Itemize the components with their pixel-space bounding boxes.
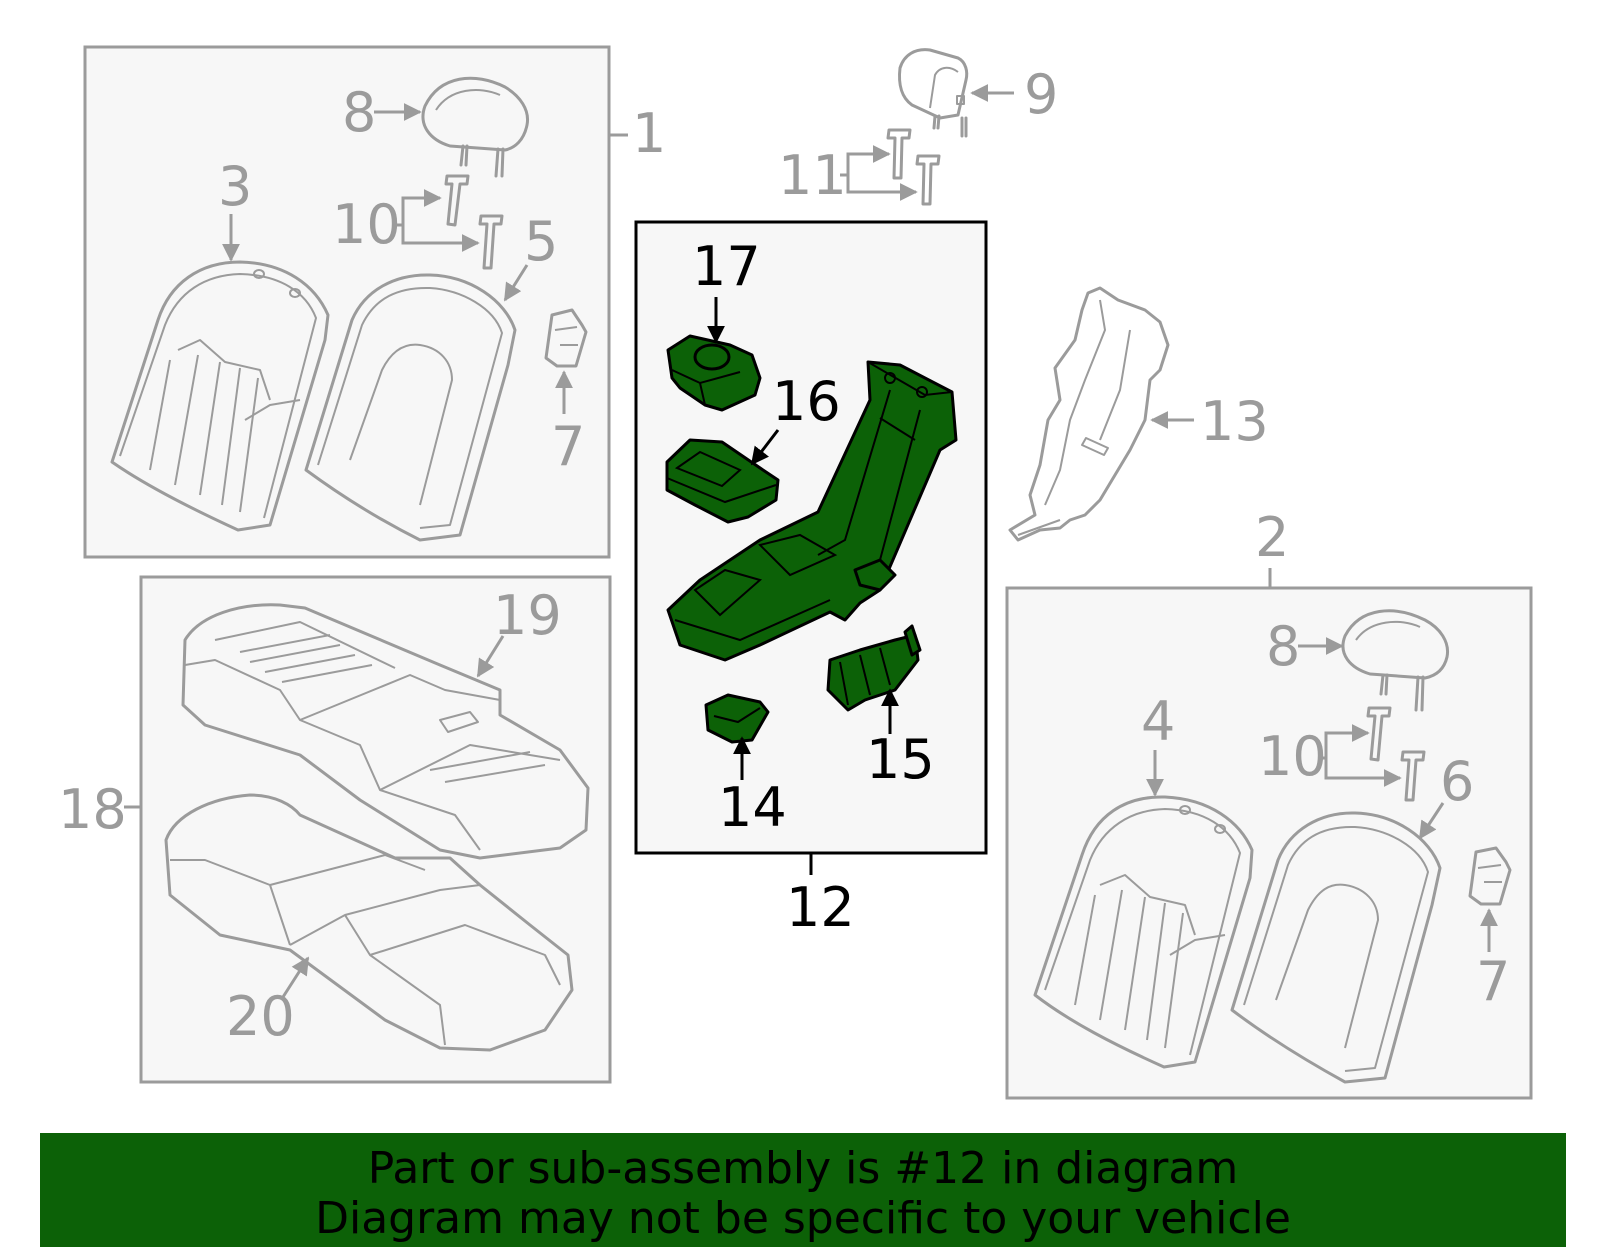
callout-7-left: 7 [551,415,585,478]
cushion-pad-part-20 [164,793,574,1052]
panel-armrest-assembly-12: 12 17 16 [634,220,988,939]
tray-part-16 [665,438,780,524]
guide-pins-part-10-left [444,174,504,270]
callout-10-left: 10 [332,193,401,256]
footer-banner: Part or sub-assembly is #12 in diagram D… [40,1133,1566,1247]
seatback-cover-part-4 [1033,795,1254,1069]
callout-8-left: 8 [342,81,376,144]
callout-15: 15 [866,728,935,791]
callout-18: 18 [58,778,127,841]
headrest-part-9 [898,48,969,138]
callout-6: 6 [1440,750,1474,813]
bracket-part-13 [1008,286,1170,542]
armrest-body [666,360,958,662]
callout-17: 17 [692,235,761,298]
callout-13: 13 [1200,390,1269,453]
callout-11: 11 [778,144,847,207]
cushion-cover-part-19 [181,603,590,860]
callout-4: 4 [1141,690,1175,753]
banner-line-part-number: Part or sub-assembly is #12 in diagram [367,1143,1239,1194]
panel-left-seatback-assembly: 1 8 10 3 [83,45,666,559]
seatback-pad-part-5 [304,273,517,542]
headrest-part-8-right [1341,609,1450,712]
callout-8-right: 8 [1266,615,1300,678]
callout-9: 9 [1024,63,1058,126]
latch-clip-part-7-right [1468,846,1512,906]
callout-19: 19 [493,584,562,647]
callout-10-right: 10 [1258,725,1327,788]
panel-right-seatback-assembly: 2 8 10 4 [1005,506,1533,1100]
callout-1: 1 [632,102,666,165]
callout-20: 20 [226,985,295,1048]
callout-14: 14 [718,776,787,839]
guide-pins-part-11 [886,128,941,206]
center-headrest-group: 9 11 [778,48,1058,207]
latch-part-15 [826,624,922,712]
seatback-cover-part-3 [110,260,330,532]
guide-pins-part-10-right [1366,706,1426,802]
callout-7-right: 7 [1476,950,1510,1013]
banner-line-disclaimer: Diagram may not be specific to your vehi… [315,1193,1291,1244]
callout-2: 2 [1255,506,1289,569]
headrest-part-8 [421,76,530,178]
callout-5: 5 [524,210,558,273]
panel-seat-cushion-assembly: 18 19 20 [58,575,612,1084]
callout-12: 12 [786,876,855,939]
callout-3: 3 [218,155,252,218]
callout-16: 16 [772,370,841,433]
latch-clip-part-7-left [544,308,588,368]
button-part-14 [704,693,770,744]
